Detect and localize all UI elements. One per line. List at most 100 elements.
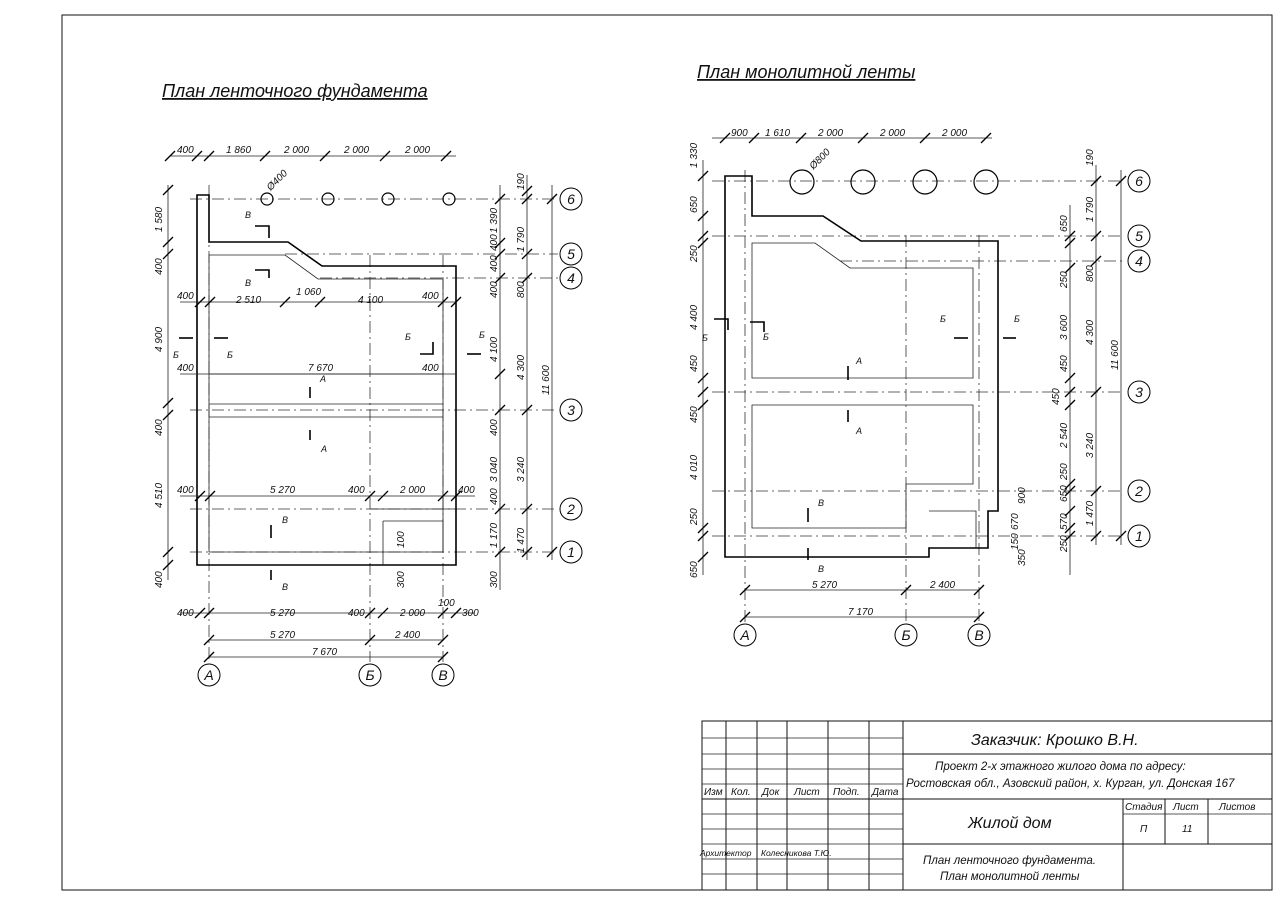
dimension-label: 7 670 — [308, 363, 333, 374]
dimension-label: 250 — [1059, 271, 1070, 289]
dimension-label: 400 — [177, 291, 194, 302]
dimension-label: Лист — [1172, 802, 1199, 813]
dimension-label: 2 000 — [817, 128, 843, 139]
plan2-title: План монолитной ленты — [697, 62, 915, 82]
dimension-label: В — [245, 210, 251, 220]
plan2-axis-bubbles: А Б В 6 5 4 3 2 1 — [733, 169, 1151, 647]
dimension-label: В — [818, 564, 824, 574]
dimension-label: 650 — [1059, 215, 1070, 232]
dimension-label: 1 390 — [489, 208, 500, 233]
dimension-label: 400 — [177, 608, 194, 619]
dimension-label: 300 — [489, 571, 500, 588]
dimension-label: 250 — [1059, 463, 1070, 481]
dimension-label: 1 330 — [689, 143, 700, 168]
dimension-label: 400 — [422, 363, 439, 374]
title-block: Заказчик: Крошко В.Н. Проект 2-х этажног… — [699, 720, 1273, 891]
dimension-label: А — [855, 356, 862, 366]
dimension-label: 11 — [1182, 824, 1192, 835]
plan1-pile-label: Ø400 — [264, 168, 290, 194]
dimension-label: 450 — [689, 406, 700, 423]
dimension-label: 400 — [489, 281, 500, 298]
dimension-label: 400 — [489, 255, 500, 272]
dimension-label: 2 400 — [929, 580, 955, 591]
dimension-label: 4 510 — [154, 483, 165, 508]
dimension-label: Б — [365, 667, 374, 683]
dimension-label: Б — [702, 333, 708, 343]
dimension-label: А — [739, 627, 749, 643]
dimension-label: 1 580 — [154, 207, 165, 232]
dimension-label: А — [855, 426, 862, 436]
dimension-label: 2 — [1134, 483, 1143, 499]
dimension-label: 1 610 — [765, 128, 790, 139]
dimension-label: 400 — [154, 571, 165, 588]
dimension-label: 7 170 — [848, 607, 873, 618]
dimension-label: 1 790 — [1085, 197, 1096, 222]
dimension-label: 400 — [489, 488, 500, 505]
dimension-label: Лист — [793, 787, 820, 798]
dimension-label: 2 000 — [283, 145, 309, 156]
customer-name: Заказчик: Крошко В.Н. — [971, 732, 1139, 749]
dimension-label: 650 — [1059, 485, 1070, 502]
project-line-1: Проект 2-х этажного жилого дома по адрес… — [935, 761, 1186, 773]
dimension-label: Подп. — [833, 787, 860, 798]
dimension-label: 1 860 — [226, 145, 251, 156]
dimension-label: Б — [763, 332, 769, 342]
dimension-label: 190 — [516, 173, 527, 190]
dimension-label: 650 — [689, 196, 700, 213]
dimension-label: В — [818, 498, 824, 508]
dimension-label: 2 000 — [404, 145, 430, 156]
dimension-label: 800 — [1085, 265, 1096, 282]
architect-name: Колесникова Т.Ю. — [761, 848, 832, 858]
dimension-label: 400 — [177, 145, 194, 156]
dimension-label: 1 — [567, 544, 575, 560]
building-name: Жилой дом — [967, 815, 1052, 832]
dimension-label: 300 — [396, 571, 407, 588]
dimension-label: Листов — [1218, 802, 1255, 813]
dimension-label: 450 — [689, 355, 700, 372]
dimension-label: 3 240 — [516, 457, 527, 482]
dimension-label: 300 — [462, 608, 479, 619]
sheet-frame — [61, 14, 1273, 891]
dimension-label: 3 — [1135, 384, 1143, 400]
dimension-label: 400 — [422, 291, 439, 302]
dimension-label: 400 — [489, 234, 500, 251]
dimension-label: Кол. — [731, 787, 751, 798]
dimension-label: 4 300 — [516, 355, 527, 380]
dimension-label: 1 060 — [296, 287, 321, 298]
dimension-label: 2 000 — [399, 485, 425, 496]
dimension-label: Б — [1014, 314, 1020, 324]
plan1-outer-wall — [196, 194, 457, 566]
dimension-label: 650 — [689, 561, 700, 578]
dimension-label: А — [320, 444, 327, 454]
dimension-label: В — [245, 278, 251, 288]
dimension-label: 2 540 — [1059, 423, 1070, 449]
dimension-label: 670 — [1010, 513, 1021, 530]
plan1-axis-bubbles: А Б В 6 5 4 3 2 1 — [197, 187, 583, 687]
dimension-label: 2 000 — [941, 128, 967, 139]
plan2-pile-label: Ø800 — [807, 147, 833, 173]
dimension-label: А — [203, 667, 213, 683]
plan2-outer-wall — [724, 175, 999, 558]
dimension-label: 4 — [1135, 253, 1143, 269]
dimension-label: 7 670 — [312, 647, 337, 658]
dimension-label: 4 400 — [689, 305, 700, 330]
dimension-label: 150 — [1010, 533, 1021, 550]
dimension-label: 1 470 — [516, 528, 527, 553]
dimension-label: 900 — [731, 128, 748, 139]
dimension-label: 4 — [567, 270, 575, 286]
dimension-label: 6 — [567, 191, 575, 207]
dimension-label: 400 — [489, 419, 500, 436]
dimension-label: Дата — [871, 787, 899, 798]
dimension-label: 4 100 — [489, 337, 500, 362]
dimension-label: 4 900 — [154, 327, 165, 352]
dimension-label: 2 400 — [394, 630, 420, 641]
dimension-label: В — [282, 582, 288, 592]
dimension-label: 3 240 — [1085, 433, 1096, 458]
drawing-title-line-2: План монолитной ленты — [940, 871, 1080, 883]
dimension-label: 800 — [516, 281, 527, 298]
dimension-label: 2 000 — [343, 145, 369, 156]
dimension-label: 2 000 — [399, 608, 425, 619]
dimension-label: 6 — [1135, 173, 1143, 189]
dimension-label: 11 600 — [541, 365, 552, 395]
dimension-label: 3 600 — [1059, 315, 1070, 340]
